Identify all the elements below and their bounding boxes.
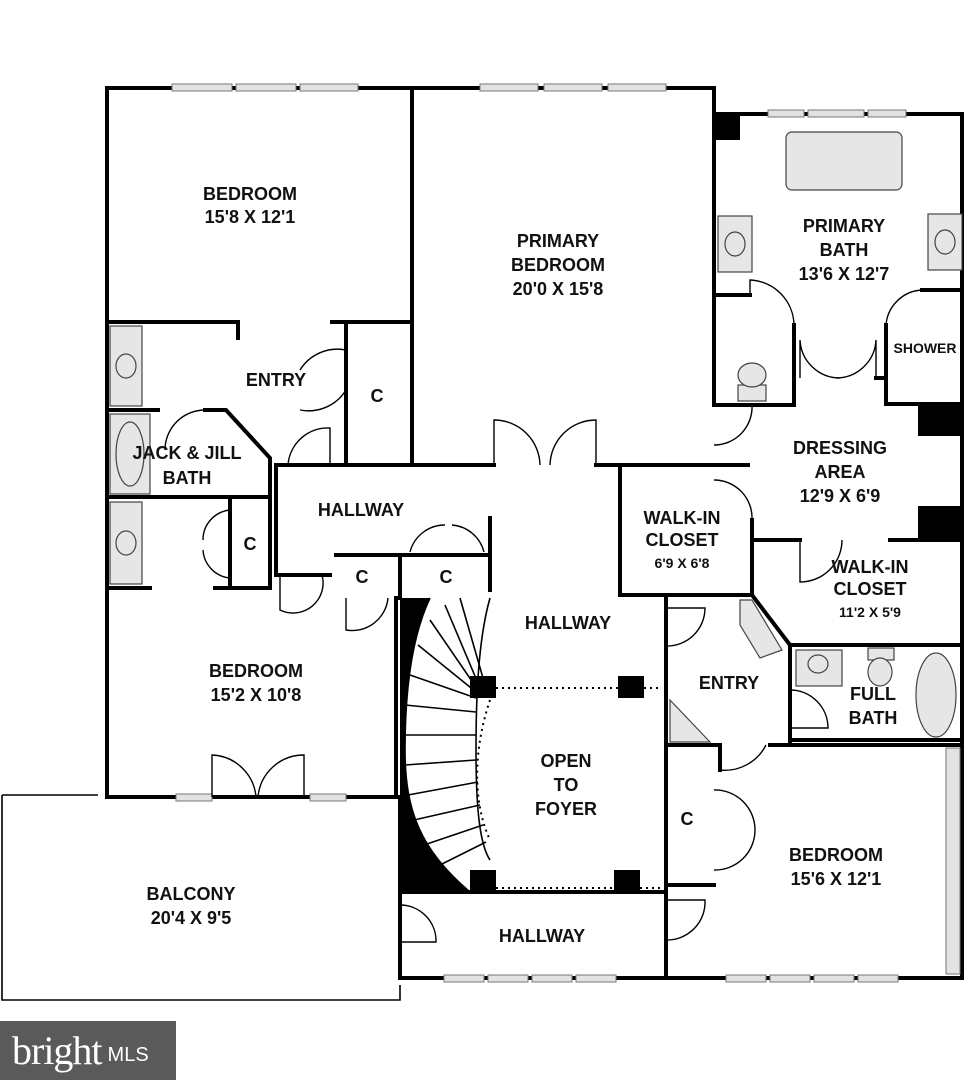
dressing-line1: DRESSING <box>793 438 887 458</box>
solid-blocks <box>400 114 962 892</box>
primary-bedroom-dims: 20'0 X 15'8 <box>513 279 604 299</box>
balcony-dims: 20'4 X 9'5 <box>151 908 232 928</box>
staircase <box>404 597 662 893</box>
closet-w2-label: C <box>244 534 257 554</box>
walkin-1-dims: 6'9 X 6'8 <box>655 555 710 571</box>
entry-w-label: ENTRY <box>246 370 306 390</box>
closet-w1-label: C <box>371 386 384 406</box>
open-foyer-line1: OPEN <box>540 751 591 771</box>
walkin-2-line1: WALK-IN <box>832 557 909 577</box>
full-bath-line2: BATH <box>849 708 898 728</box>
logo-suffix: MLS <box>107 1044 149 1066</box>
walkin-1-line2: CLOSET <box>645 530 718 550</box>
bright-mls-logo: bright MLS <box>0 1021 176 1080</box>
closet-e-label: C <box>681 809 694 829</box>
bedroom-se-name: BEDROOM <box>789 845 883 865</box>
balcony-name: BALCONY <box>147 884 236 904</box>
open-foyer-line2: TO <box>554 775 579 795</box>
walkin-1-line1: WALK-IN <box>644 508 721 528</box>
bedroom-nw-dims: 15'8 X 12'1 <box>205 207 296 227</box>
bedroom-w-dims: 15'2 X 10'8 <box>211 685 302 705</box>
hallway-s-label: HALLWAY <box>499 926 585 946</box>
door-swings <box>164 279 923 943</box>
dressing-dims: 12'9 X 6'9 <box>800 486 881 506</box>
primary-bath-dims: 13'6 X 12'7 <box>799 264 890 284</box>
hallway-c-label: HALLWAY <box>525 613 611 633</box>
logo-brand: bright <box>12 1028 103 1073</box>
jack-jill-line1: JACK & JILL <box>132 443 241 463</box>
bedroom-se-dims: 15'6 X 12'1 <box>791 869 882 889</box>
room-labels: BEDROOM 15'8 X 12'1 PRIMARY BEDROOM 20'0… <box>132 184 956 946</box>
open-foyer-line3: FOYER <box>535 799 597 819</box>
entry-e-label: ENTRY <box>699 673 759 693</box>
dressing-line2: AREA <box>814 462 865 482</box>
closet-c3-label: C <box>356 567 369 587</box>
jack-jill-line2: BATH <box>163 468 212 488</box>
closet-c4-label: C <box>440 567 453 587</box>
fixtures <box>109 131 963 738</box>
bedroom-nw-name: BEDROOM <box>203 184 297 204</box>
shower-label: SHOWER <box>894 340 957 356</box>
walkin-2-dims: 11'2 X 5'9 <box>839 604 901 620</box>
windows <box>171 83 961 983</box>
primary-bedroom-line2: BEDROOM <box>511 255 605 275</box>
primary-bedroom-line1: PRIMARY <box>517 231 599 251</box>
bedroom-w-name: BEDROOM <box>209 661 303 681</box>
primary-bath-line2: BATH <box>820 240 869 260</box>
full-bath-line1: FULL <box>850 684 896 704</box>
primary-bath-line1: PRIMARY <box>803 216 885 236</box>
outer-walls <box>105 86 964 980</box>
balcony-outline <box>1 794 401 1001</box>
hallway-w-label: HALLWAY <box>318 500 404 520</box>
walkin-2-line2: CLOSET <box>833 579 906 599</box>
